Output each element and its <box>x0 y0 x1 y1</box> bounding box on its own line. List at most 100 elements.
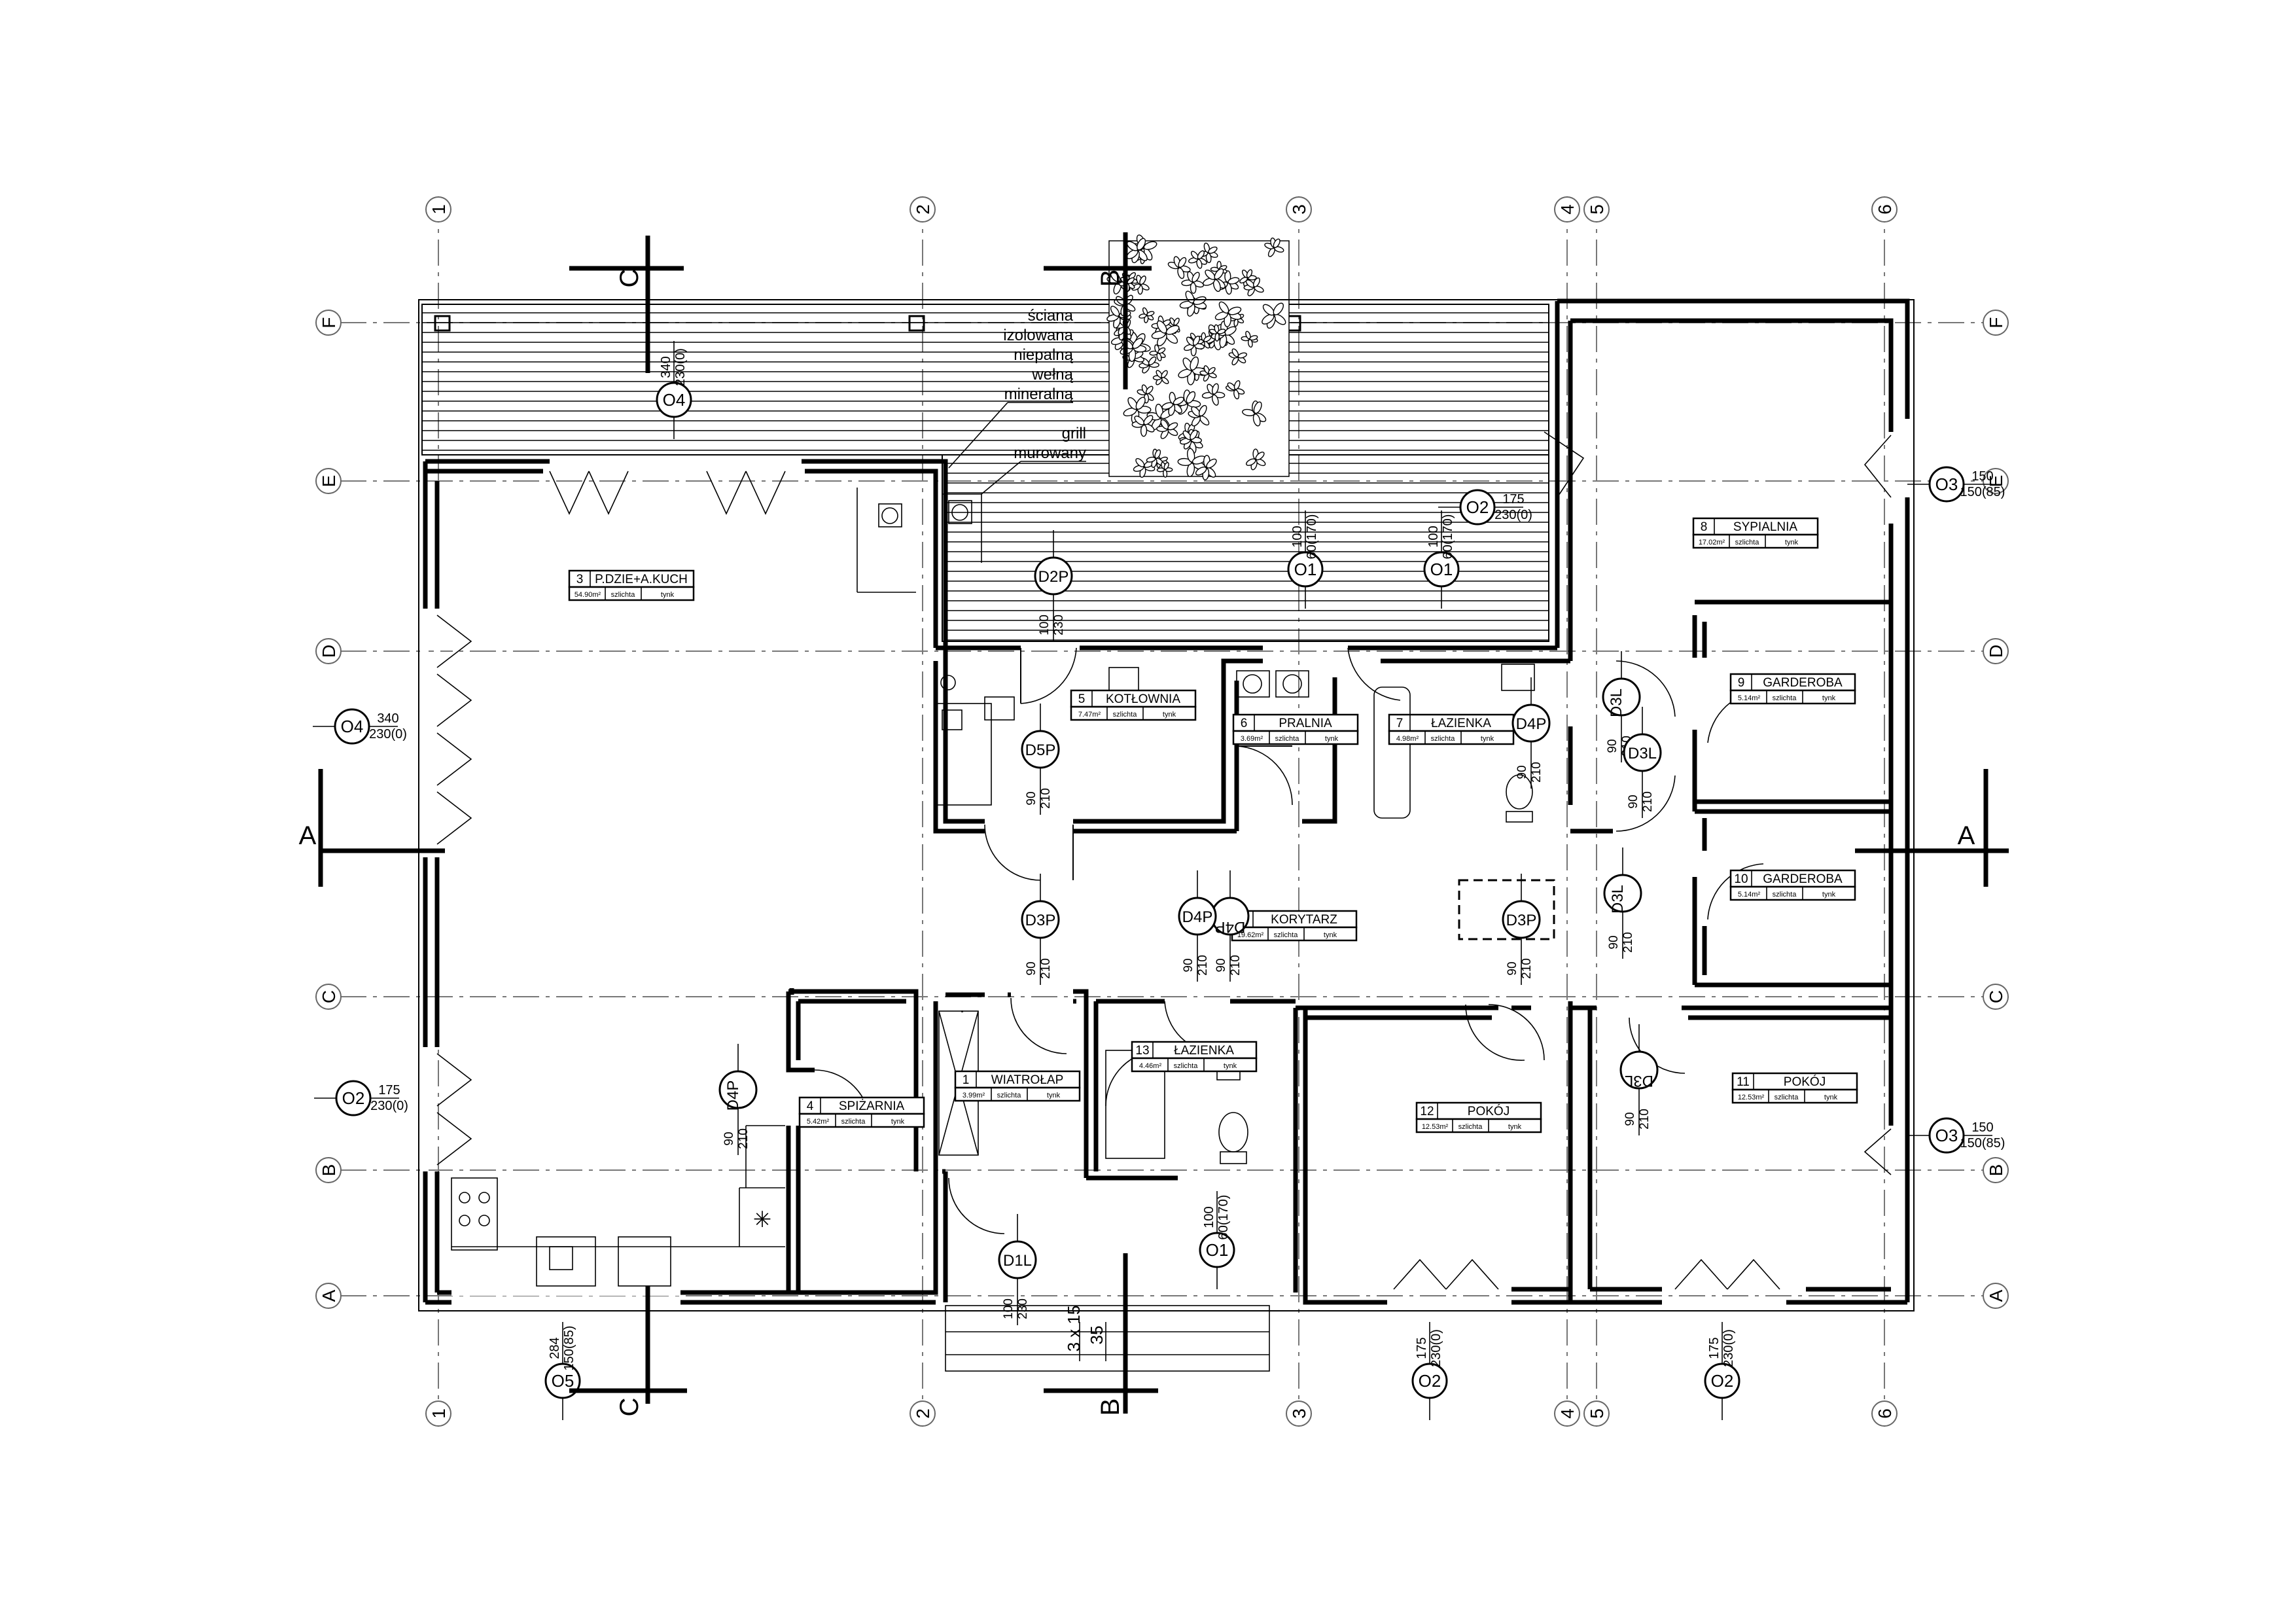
door-width: 90 <box>1506 961 1519 975</box>
door-width: 90 <box>1627 794 1640 808</box>
room-floor-finish: szlichta <box>1274 931 1299 939</box>
room-number: 10 <box>1734 872 1748 886</box>
axis-5-top: 5 <box>1587 204 1607 215</box>
axis-B-left: B <box>319 1164 339 1177</box>
room-floor-finish: szlichta <box>1775 1094 1799 1101</box>
door-width: 90 <box>1607 935 1621 949</box>
room-floor-finish: szlichta <box>611 591 636 599</box>
window-width: 150 <box>1971 1120 1993 1135</box>
door-tag-label: D3L <box>1609 885 1627 914</box>
note-wall-1: ściana <box>1028 307 1074 325</box>
room-name: SPIŻARNIA <box>839 1099 905 1113</box>
room-number: 13 <box>1135 1044 1149 1058</box>
axis-bubbles-numbers-top: 1 2 3 4 5 6 <box>425 196 1898 223</box>
section-a-right: A <box>1958 821 1975 850</box>
window-tag-label: O2 <box>1419 1371 1441 1391</box>
window-width: 340 <box>377 711 398 726</box>
axis-D-left: D <box>319 645 339 658</box>
room-area: 4.98m² <box>1396 735 1419 743</box>
note-grill-2: murowany <box>1014 444 1086 462</box>
room-floor-finish: szlichta <box>841 1118 866 1126</box>
notes: ściana izolowana niepalną wełną mineraln… <box>948 307 1106 1351</box>
room-area: 17.02m² <box>1699 539 1725 546</box>
axis-6-bottom: 6 <box>1875 1408 1895 1419</box>
axis-5-bottom: 5 <box>1587 1408 1607 1419</box>
window-height: 60(170) <box>1216 1195 1231 1240</box>
section-markers: A A C C B B <box>299 232 2009 1416</box>
window-height: 230(0) <box>1722 1329 1736 1367</box>
room-floor-finish: szlichta <box>1458 1123 1483 1131</box>
room-name: PRALNIA <box>1279 717 1332 730</box>
door-tag-label: D4P <box>1516 715 1547 733</box>
room-floor-finish: szlichta <box>1431 735 1456 743</box>
room-floor-finish: szlichta <box>997 1092 1022 1099</box>
door-height: 210 <box>1520 958 1534 979</box>
door-height: 210 <box>1229 955 1243 976</box>
door-width: 90 <box>1606 739 1619 753</box>
axis-A-right: A <box>1986 1289 2006 1302</box>
room-floor-finish: szlichta <box>1735 539 1760 546</box>
room-name: GARDEROBA <box>1763 872 1843 886</box>
door-tag-label: D3L <box>1625 1072 1653 1090</box>
room-area: 54.90m² <box>574 591 601 599</box>
axis-bubbles-numbers-bottom: 1 2 3 4 5 6 <box>425 1400 1898 1427</box>
door-tag-label: D4P <box>1215 918 1246 936</box>
window-tag-label: O4 <box>663 390 686 410</box>
door-height: 210 <box>1196 955 1210 976</box>
window-tag-label: O1 <box>1430 560 1453 579</box>
section-b-bottom: B <box>1096 1399 1125 1416</box>
room-number: 1 <box>963 1073 970 1087</box>
room-area: 12.53m² <box>1422 1123 1449 1131</box>
window-height: 60(170) <box>1305 514 1319 560</box>
window-tag-label: O2 <box>1711 1371 1734 1391</box>
axis-4-top: 4 <box>1557 204 1578 215</box>
section-c-bottom: C <box>615 1398 644 1417</box>
room-number: 12 <box>1420 1105 1434 1118</box>
window-width: 100 <box>1290 526 1305 547</box>
window-height: 230(0) <box>1494 508 1532 522</box>
note-grill-1: grill <box>1062 425 1086 442</box>
room-number: 9 <box>1738 676 1745 690</box>
room-wall-finish: tynk <box>1324 931 1337 939</box>
window-height: 150(85) <box>1960 1136 2005 1150</box>
room-wall-finish: tynk <box>1822 694 1836 702</box>
room-area: 5.42m² <box>807 1118 830 1126</box>
axis-2-top: 2 <box>913 204 933 215</box>
room-tags: 1WIATROŁAP3.99m²szlichtatynk2KORYTARZ19.… <box>568 517 1858 1133</box>
door-width: 90 <box>1025 791 1038 805</box>
room-wall-finish: tynk <box>1824 1094 1838 1101</box>
window-width: 175 <box>378 1083 400 1097</box>
room-number: 5 <box>1078 692 1086 706</box>
axis-D-right: D <box>1986 645 2006 658</box>
axis-3-top: 3 <box>1289 204 1309 215</box>
room-floor-finish: szlichta <box>1174 1062 1199 1070</box>
door-width: 90 <box>1515 765 1529 779</box>
door-width: 90 <box>1623 1112 1637 1126</box>
room-wall-finish: tynk <box>661 591 675 599</box>
room-wall-finish: tynk <box>1481 735 1494 743</box>
axis-bubbles-letters-right: F E D C B A <box>1983 310 2009 1309</box>
window-height: 230(0) <box>673 348 688 386</box>
door-swings <box>436 431 1892 1290</box>
window-width: 284 <box>548 1337 562 1359</box>
axis-B-right: B <box>1986 1164 2006 1177</box>
section-a-left: A <box>299 821 317 850</box>
note-wall-3: niepalną <box>1014 346 1073 364</box>
room-floor-finish: szlichta <box>1773 694 1797 702</box>
